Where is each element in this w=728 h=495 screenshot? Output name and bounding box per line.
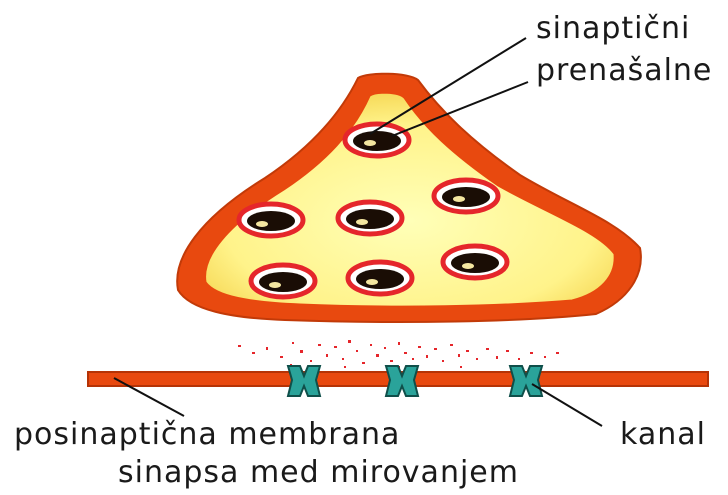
neurotransmitter-dots	[238, 340, 559, 368]
label-synaptic-vesicles-line2: prenašalne	[536, 56, 712, 86]
vesicle	[443, 246, 507, 278]
ion-channel	[386, 366, 418, 396]
ion-channel	[288, 366, 320, 396]
vesicle	[338, 202, 402, 234]
vesicle	[251, 265, 315, 297]
label-synaptic-vesicles-line1: sinaptični	[536, 14, 690, 44]
vesicle	[348, 262, 412, 294]
vesicle	[434, 180, 498, 212]
label-postsynaptic-membrane: posinaptična membrana	[14, 420, 400, 450]
label-channel: kanal	[620, 420, 706, 450]
diagram-caption: sinapsa med mirovanjem	[118, 458, 519, 488]
vesicle	[239, 204, 303, 236]
channel-pointer-line	[532, 384, 602, 426]
ion-channel	[510, 366, 542, 396]
